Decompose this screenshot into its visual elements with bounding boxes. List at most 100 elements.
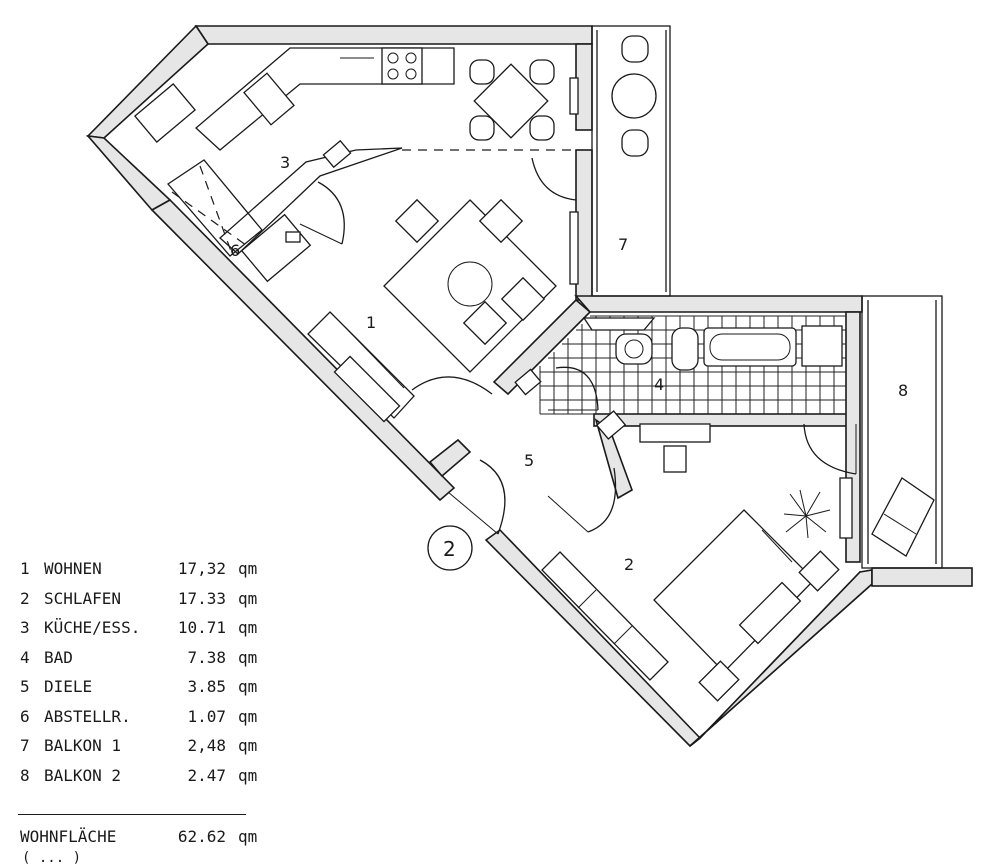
socket-storage (285, 231, 301, 243)
chair (500, 276, 546, 322)
wall-living-diagonal (150, 199, 456, 502)
bathtub (703, 327, 797, 367)
legend-room-name: DIELE (44, 677, 93, 696)
legend-room-name: BAD (44, 647, 73, 667)
legend-room-unit: qm (238, 765, 258, 785)
total-unit: qm (238, 827, 258, 846)
legend-room-name: KÜCHE/ESS. (44, 618, 141, 637)
legend-room-area: 2,48 (187, 736, 226, 755)
legend-room-area: 17.33 (177, 588, 226, 608)
nightstand (798, 550, 840, 592)
legend-row: 7 BALKON 1 2,48 qm (18, 731, 258, 761)
legend-room-unit: qm (238, 559, 258, 578)
legend-room-area: 10.71 (177, 618, 226, 637)
wall-living-bath (492, 298, 592, 396)
wall-bath-bottom (593, 413, 857, 427)
desk-stool (663, 445, 687, 473)
total-area: 62.62 (177, 827, 226, 846)
bedroom (541, 423, 857, 702)
legend-room-number: 7 (20, 736, 30, 755)
wardrobe-bedroom (541, 551, 669, 681)
legend-row: 3 KÜCHE/ESS. 10.71 qm (18, 613, 258, 643)
legend-room-unit: qm (238, 736, 258, 755)
nightstand (698, 660, 740, 702)
hallway (447, 410, 711, 535)
legend-room-area: 7.38 (187, 647, 226, 667)
socket-kitchen (322, 139, 352, 169)
legend-room-unit: qm (238, 706, 258, 726)
cabinet-storage (240, 213, 312, 283)
kitchen-cabinet (134, 82, 196, 144)
chair (529, 115, 555, 141)
legend-room-number: 1 (20, 559, 30, 578)
room-label-8: 8 (898, 381, 908, 400)
wall-bedroom-corner (689, 569, 873, 747)
room-label-2: 2 (624, 555, 634, 574)
bath (539, 315, 846, 415)
dining-table-living (383, 199, 557, 373)
sun-lounger (871, 477, 935, 557)
dresser (738, 581, 802, 645)
chair (469, 59, 495, 85)
room-labels: 1 2 3 4 5 6 7 8 (230, 153, 908, 574)
legend-room-unit: qm (238, 677, 258, 696)
socket-living (514, 368, 542, 396)
chair (462, 300, 508, 346)
wall-bedroom-diagonal (484, 528, 702, 748)
legend-room-area: 3.85 (187, 677, 226, 696)
walls (86, 24, 973, 748)
balcony-1 (591, 25, 671, 297)
room-label-1: 1 (366, 313, 376, 332)
chair (478, 198, 524, 244)
wardrobe-hall (639, 423, 711, 443)
balcony-chair-top (621, 35, 649, 63)
legend-room-number: 4 (20, 647, 30, 667)
legend-room-area: 17,32 (177, 559, 226, 578)
storage (167, 159, 312, 283)
wall-top (194, 25, 593, 45)
kitchen-peninsula (219, 147, 403, 255)
stove (381, 47, 423, 85)
legend-room-number: 6 (20, 706, 30, 726)
balcony-2-slab (871, 567, 973, 587)
plant-icon (783, 489, 831, 539)
legend-row: 4 BAD 7.38 qm (18, 643, 258, 673)
entrance-marker: 2 (427, 525, 473, 571)
legend-total-row: WOHNFLÄCHE 62.62 qm (18, 822, 263, 852)
room-label-3: 3 (280, 153, 290, 172)
wall-bath-top (574, 295, 863, 313)
sofa (307, 311, 415, 419)
legend-divider (18, 814, 246, 815)
window-kitchen (569, 77, 579, 115)
balcony-2 (861, 295, 943, 569)
living-room (299, 154, 579, 423)
legend-room-area: 2.47 (187, 765, 226, 785)
legend-room-unit: qm (238, 618, 258, 637)
legend-room-number: 5 (20, 677, 30, 696)
legend-room-name: BALKON 1 (44, 736, 122, 755)
chair (469, 115, 495, 141)
chair (394, 198, 440, 244)
balcony-chair-bottom (621, 129, 649, 157)
legend-room-number: 2 (20, 588, 30, 608)
room-label-7: 7 (618, 235, 628, 254)
entrance-marker-label: 2 (443, 537, 456, 561)
room-label-4: 4 (654, 375, 664, 394)
bath-shelf (582, 317, 656, 331)
legend-room-unit: qm (238, 647, 258, 667)
wall-left-corner (86, 134, 172, 212)
legend-room-unit: qm (238, 588, 258, 608)
bath-cabinet (801, 325, 843, 367)
legend-row: 5 DIELE 3.85 qm (18, 672, 258, 702)
legend-room-name: ABSTELLR. (44, 706, 131, 726)
legend-partial-note: ( ... ) (22, 850, 82, 864)
chair (529, 59, 555, 85)
washbasin (615, 333, 653, 365)
wall-diele-left (428, 438, 472, 478)
legend-room-number: 3 (20, 618, 30, 637)
